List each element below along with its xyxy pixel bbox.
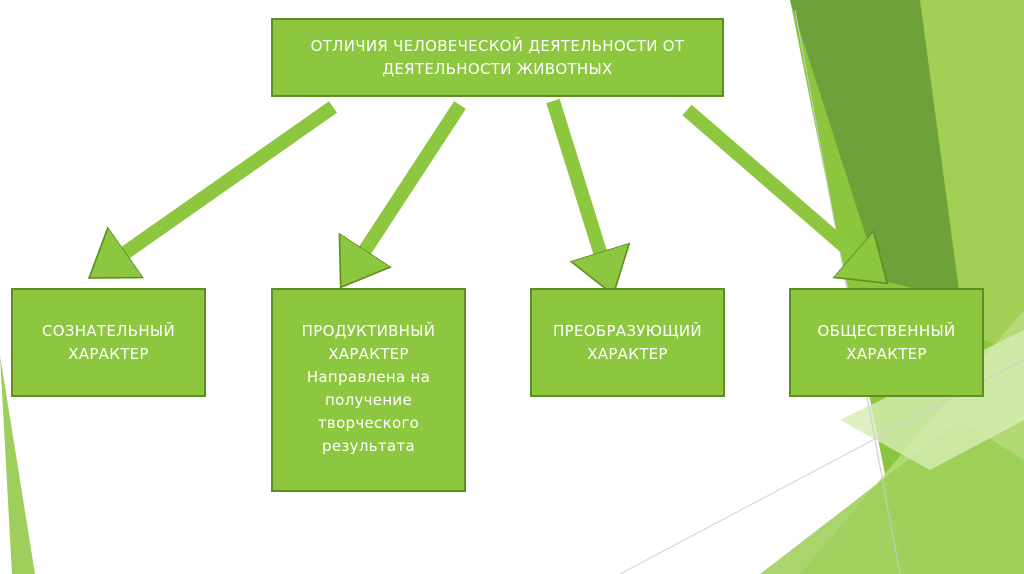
arrow-to-box-1 <box>112 101 338 262</box>
box-productive-desc-3: творческого <box>317 414 420 432</box>
bg-shape-left <box>0 355 35 574</box>
box-productive-line-1: ПРОДУКТИВНЫЙ <box>301 322 436 340</box>
bg-shape-right-5 <box>760 420 1024 574</box>
box-social: ОБЩЕСТВЕННЫЙ ХАРАКТЕР <box>789 288 984 397</box>
box-conscious-line-1: СОЗНАТЕЛЬНЫЙ <box>42 321 175 340</box>
title-line-1: ОТЛИЧИЯ ЧЕЛОВЕЧЕСКОЙ ДЕЯТЕЛЬНОСТИ ОТ <box>310 36 685 55</box>
box-conscious-line-2: ХАРАКТЕР <box>68 344 149 363</box>
box-productive-desc-4: результата <box>322 437 415 455</box>
box-productive-line-2: ХАРАКТЕР <box>328 345 409 363</box>
arrow-to-box-4 <box>682 104 866 265</box>
box-social-line-1: ОБЩЕСТВЕННЫЙ <box>817 321 956 340</box>
title-box: ОТЛИЧИЯ ЧЕЛОВЕЧЕСКОЙ ДЕЯТЕЛЬНОСТИ ОТ ДЕЯ… <box>271 18 724 97</box>
box-productive: ПРОДУКТИВНЫЙ ХАРАКТЕР Направлена на полу… <box>271 288 466 492</box>
title-line-2: ДЕЯТЕЛЬНОСТИ ЖИВОТНЫХ <box>382 59 613 78</box>
box-productive-desc-2: получение <box>324 391 413 409</box>
arrow-to-box-2 <box>356 101 466 264</box>
arrow-to-box-3 <box>546 98 605 268</box>
box-transforming-line-2: ХАРАКТЕР <box>587 344 668 363</box>
box-conscious: СОЗНАТЕЛЬНЫЙ ХАРАКТЕР <box>11 288 206 397</box>
box-productive-desc-1: Направлена на <box>306 368 431 386</box>
bg-shape-right-3 <box>920 0 1024 360</box>
box-social-line-2: ХАРАКТЕР <box>846 344 927 363</box>
box-transforming: ПРЕОБРАЗУЮЩИЙ ХАРАКТЕР <box>530 288 725 397</box>
box-transforming-line-1: ПРЕОБРАЗУЮЩИЙ <box>553 321 702 340</box>
bg-shape-right-2 <box>790 0 960 300</box>
